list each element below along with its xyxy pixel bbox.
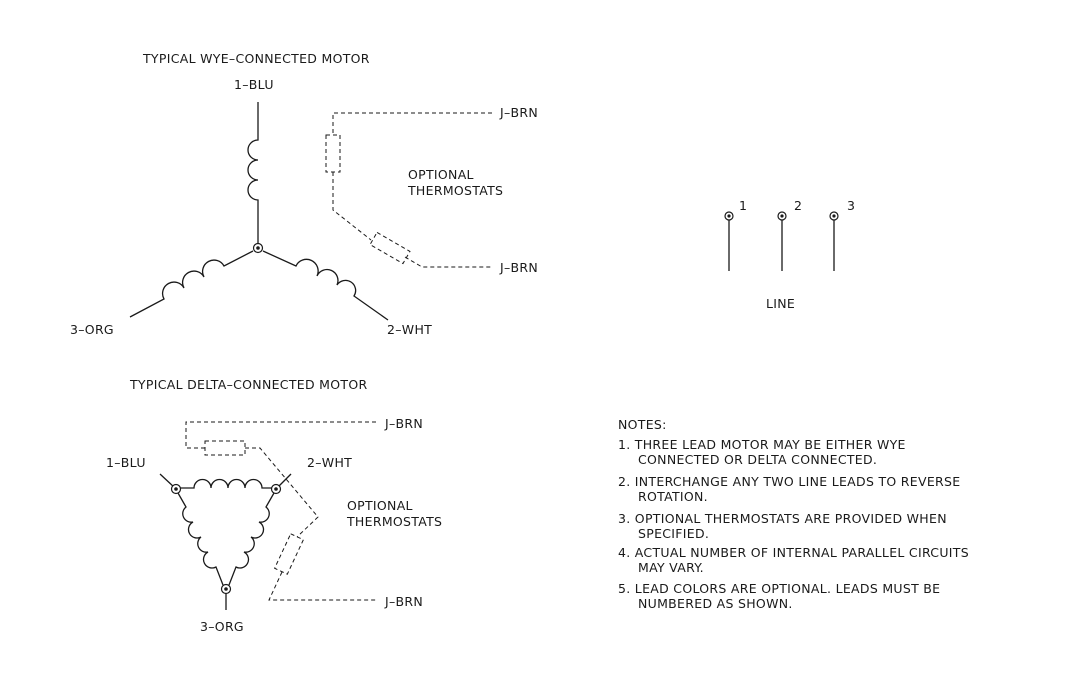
- wye-thermostat-2: [369, 231, 411, 265]
- line-label: LINE: [766, 296, 795, 311]
- delta-lead-2-label: 2–WHT: [307, 455, 352, 470]
- delta-thermo-label-line2: THERMOSTATS: [346, 514, 442, 529]
- delta-terminal-2: [270, 483, 282, 495]
- wye-thermo-top-label: J–BRN: [499, 105, 538, 120]
- wye-lead-1-label: 1–BLU: [234, 77, 274, 92]
- delta-title: TYPICAL DELTA–CONNECTED MOTOR: [129, 377, 367, 392]
- delta-thermostat-1: [204, 440, 246, 456]
- delta-winding-left: [177, 492, 224, 586]
- note-3-line1: 3. OPTIONAL THERMOSTATS ARE PROVIDED WHE…: [618, 511, 947, 526]
- note-4-line2: MAY VARY.: [638, 560, 704, 575]
- wye-title: TYPICAL WYE–CONNECTED MOTOR: [142, 51, 370, 66]
- line-terminal-3: [829, 211, 839, 271]
- wye-neutral-terminal: [252, 242, 264, 254]
- line-terminals: 1 2 3 LINE: [724, 198, 855, 311]
- delta-diagram: TYPICAL DELTA–CONNECTED MOTOR 1–BLU 2–WH…: [106, 377, 442, 634]
- wye-diagram: TYPICAL WYE–CONNECTED MOTOR 1–BLU 2–WHT …: [70, 51, 538, 337]
- delta-terminal-3: [220, 583, 232, 595]
- delta-thermo-label-line1: OPTIONAL: [347, 498, 413, 513]
- line-terminal-2: [777, 211, 787, 271]
- line-terminal-3-label: 3: [847, 198, 855, 213]
- note-1-line1: 1. THREE LEAD MOTOR MAY BE EITHER WYE: [618, 437, 906, 452]
- wye-thermo-label-line2: THERMOSTATS: [407, 183, 503, 198]
- note-2-line2: ROTATION.: [638, 489, 708, 504]
- delta-lead-1-label: 1–BLU: [106, 455, 146, 470]
- line-terminal-1: [724, 211, 734, 271]
- delta-lead-3-label: 3–ORG: [200, 619, 244, 634]
- delta-thermo-bottom-label: J–BRN: [384, 594, 423, 609]
- delta-thermostat-circuit: [185, 421, 378, 601]
- wye-thermostat-circuit: [332, 112, 492, 268]
- delta-winding-right: [228, 492, 275, 586]
- delta-terminal-1: [170, 483, 182, 495]
- note-2-line1: 2. INTERCHANGE ANY TWO LINE LEADS TO REV…: [618, 474, 960, 489]
- wye-winding-3: [129, 250, 254, 318]
- wye-thermo-bottom-label: J–BRN: [499, 260, 538, 275]
- wye-winding-2: [262, 250, 389, 321]
- delta-thermostat-2: [273, 533, 305, 575]
- delta-thermo-top-label: J–BRN: [384, 416, 423, 431]
- wye-thermostat-1: [325, 134, 341, 173]
- line-terminal-1-label: 1: [739, 198, 747, 213]
- delta-winding-top: [180, 478, 272, 489]
- wye-lead-3-label: 3–ORG: [70, 322, 114, 337]
- note-3-line2: SPECIFIED.: [638, 526, 709, 541]
- notes: NOTES: 1. THREE LEAD MOTOR MAY BE EITHER…: [618, 417, 969, 611]
- wye-winding-1: [247, 102, 259, 244]
- line-terminal-2-label: 2: [794, 198, 802, 213]
- notes-heading: NOTES:: [618, 417, 667, 432]
- note-4-line1: 4. ACTUAL NUMBER OF INTERNAL PARALLEL CI…: [618, 545, 969, 560]
- wye-lead-2-label: 2–WHT: [387, 322, 432, 337]
- note-5-line2: NUMBERED AS SHOWN.: [638, 596, 793, 611]
- note-5-line1: 5. LEAD COLORS ARE OPTIONAL. LEADS MUST …: [618, 581, 940, 596]
- note-1-line2: CONNECTED OR DELTA CONNECTED.: [638, 452, 877, 467]
- wye-thermo-label-line1: OPTIONAL: [408, 167, 474, 182]
